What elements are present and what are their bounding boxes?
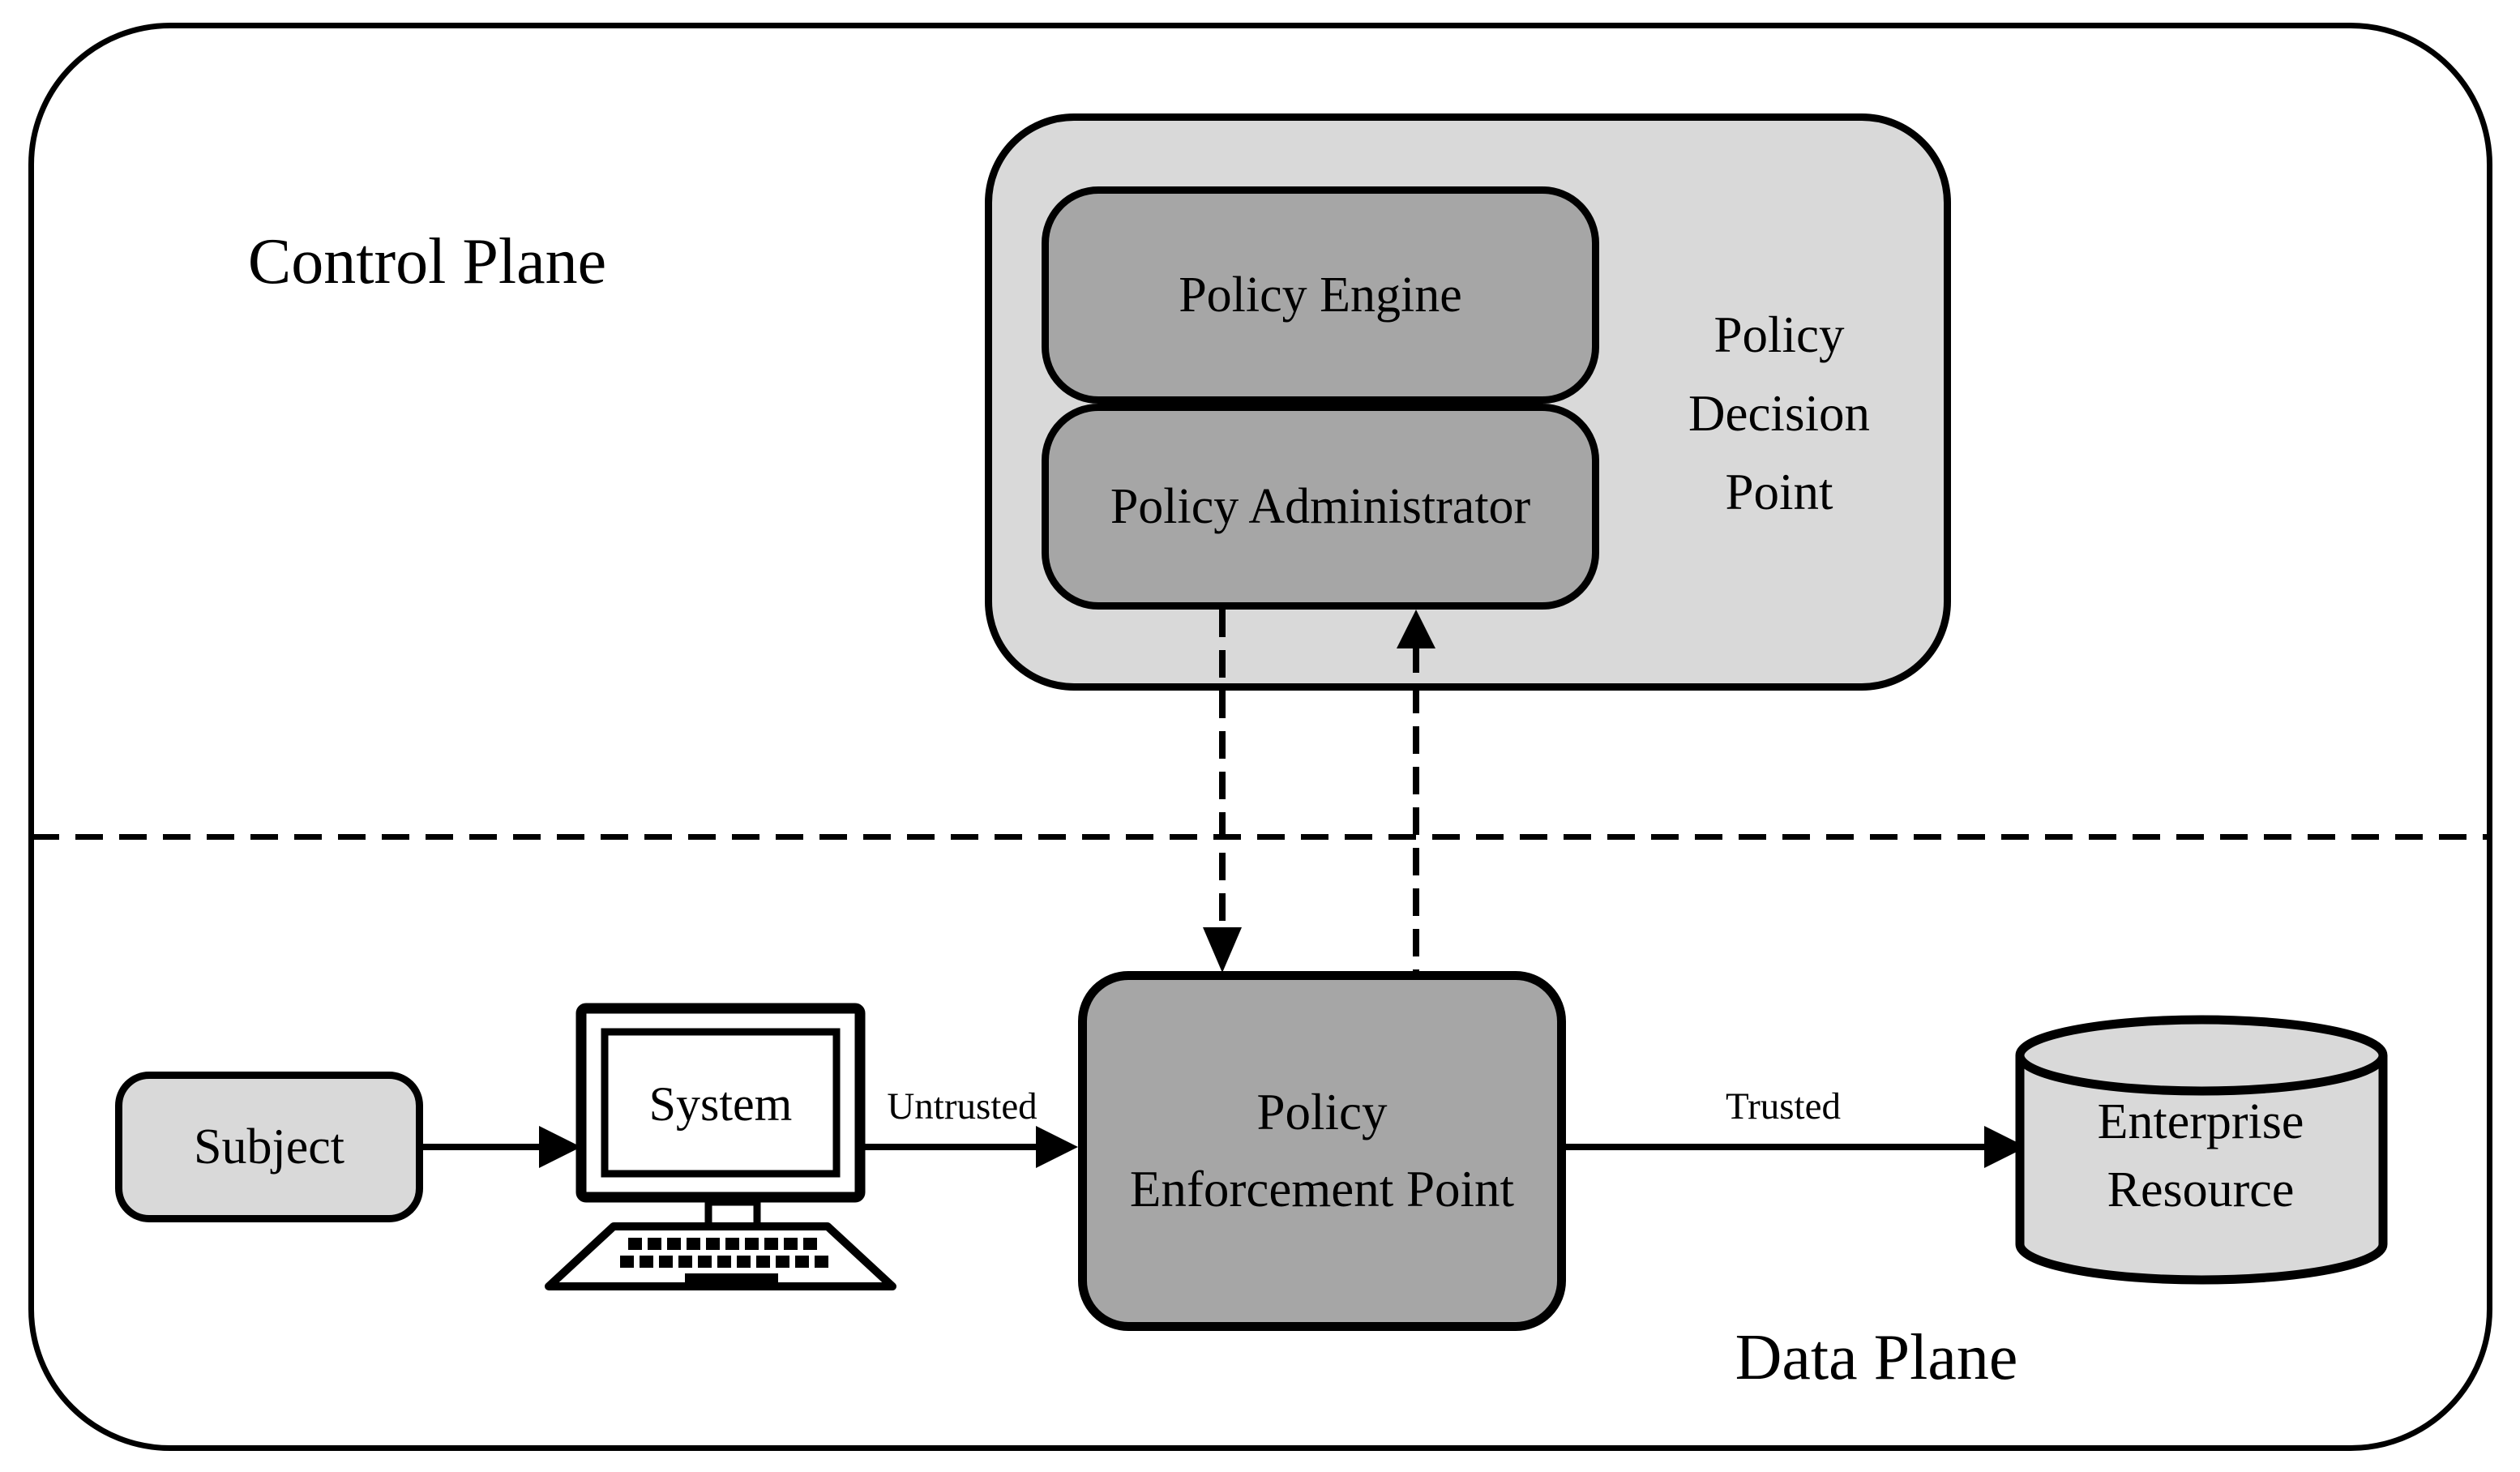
policy-administrator-box: Policy Administrator	[1042, 404, 1599, 610]
cylinder-top	[2015, 1015, 2388, 1096]
plane-divider-dashed-line	[32, 834, 2489, 840]
policy-enforcement-point-box: Policy Enforcement Point	[1078, 971, 1566, 1331]
subject-box: Subject	[115, 1072, 423, 1222]
pep-to-resource-arrow-line	[1566, 1144, 1987, 1150]
policy-enforcement-point-label-line2: Enforcement Point	[1129, 1161, 1515, 1217]
computer-icon	[545, 1003, 896, 1290]
cylinder-body	[2015, 1055, 2388, 1285]
untrusted-label: Untrusted	[887, 1085, 1038, 1128]
system-label: System	[648, 1076, 793, 1131]
policy-administrator-label: Policy Administrator	[1110, 478, 1531, 534]
database-cylinder-icon	[2015, 1015, 2388, 1285]
enterprise-resource-label: Enterprise Resource	[2097, 1094, 2304, 1217]
trusted-label: Trusted	[1726, 1085, 1841, 1128]
system-to-pep-arrowhead-icon	[1036, 1126, 1078, 1168]
pdp-pep-dashed-arrows	[1203, 610, 1435, 973]
system-to-pep-arrow-line	[856, 1144, 1041, 1150]
subject-to-system-arrowhead-icon	[539, 1126, 581, 1168]
subject-label: Subject	[194, 1119, 344, 1175]
arrow-up-icon	[1397, 610, 1435, 648]
policy-engine-box: Policy Engine	[1042, 186, 1599, 404]
arrow-down-icon	[1203, 927, 1242, 973]
policy-decision-point-label: Policy Decision Point	[1688, 306, 1870, 520]
policy-enforcement-point-label-line1: Policy	[1256, 1084, 1388, 1140]
monitor-screen	[601, 1028, 841, 1178]
subject-to-system-arrow-line	[421, 1144, 543, 1150]
policy-engine-label: Policy Engine	[1179, 267, 1462, 323]
spacebar-key	[685, 1273, 778, 1282]
control-plane-label: Control Plane	[247, 225, 607, 297]
data-plane-label: Data Plane	[1735, 1322, 2018, 1393]
keyboard-keys	[620, 1238, 828, 1282]
